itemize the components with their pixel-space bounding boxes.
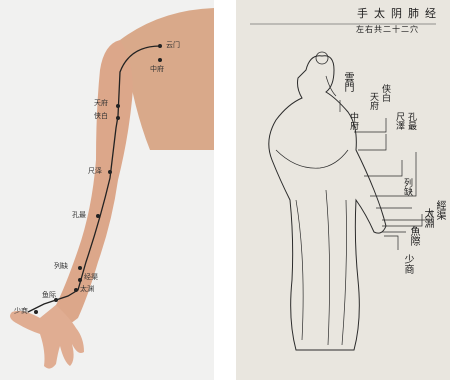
point-marker-chize [108,170,112,174]
label-shaoshang: 少商 [14,308,28,315]
label-yunmen: 雲門 [342,72,352,92]
label-zhongfu: 中府 [348,112,357,130]
classical-figure-illustration [236,0,450,380]
label-taiyuan: 太渊 [80,286,94,293]
label-kongzui: 孔最 [406,112,415,130]
classical-chart-panel: 手太阴肺经 左右共二十二穴 雲門 中府 天府 侠白 孔最 尺澤 列缺 經渠 太淵… [236,0,450,380]
label-shaoshang: 少商 [402,254,412,274]
label-lieque: 列缺 [402,178,411,196]
label-xiabai: 侠白 [94,113,108,120]
label-tianfu: 天府 [368,92,377,110]
point-marker-shaoshang [34,310,38,314]
label-jingqu: 经渠 [84,274,98,281]
point-marker-lieque [78,266,82,270]
label-chize: 尺澤 [394,112,403,130]
chart-title: 手太阴肺经 [430,8,442,19]
label-zhongfu: 中府 [150,66,164,73]
point-marker-yunmen [158,44,162,48]
point-marker-jingqu [78,278,82,282]
label-lieque: 列缺 [54,263,68,270]
label-yuji: 魚際 [408,226,418,246]
label-chize: 尺泽 [88,168,102,175]
point-marker-kongzui [96,214,100,218]
point-marker-zhongfu [158,58,162,62]
label-xiabai: 侠白 [380,84,389,102]
point-marker-tianfu [116,104,120,108]
torso-shape [120,8,214,150]
label-taiyuan: 太淵 [422,208,432,228]
arm-photo-panel: 云门 中府 天府 侠白 尺泽 孔最 列缺 经渠 太渊 鱼际 少商 [0,0,214,380]
label-tianfu: 天府 [94,100,108,107]
arm-illustration [0,0,214,380]
point-marker-taiyuan [74,288,78,292]
label-jingqu: 經渠 [434,200,444,220]
chart-subtitle: 左右共二十二穴 [356,26,419,34]
point-marker-xiabai [116,116,120,120]
label-kongzui: 孔最 [72,212,86,219]
label-yunmen: 云门 [166,42,180,49]
label-yuji: 鱼际 [42,292,56,299]
